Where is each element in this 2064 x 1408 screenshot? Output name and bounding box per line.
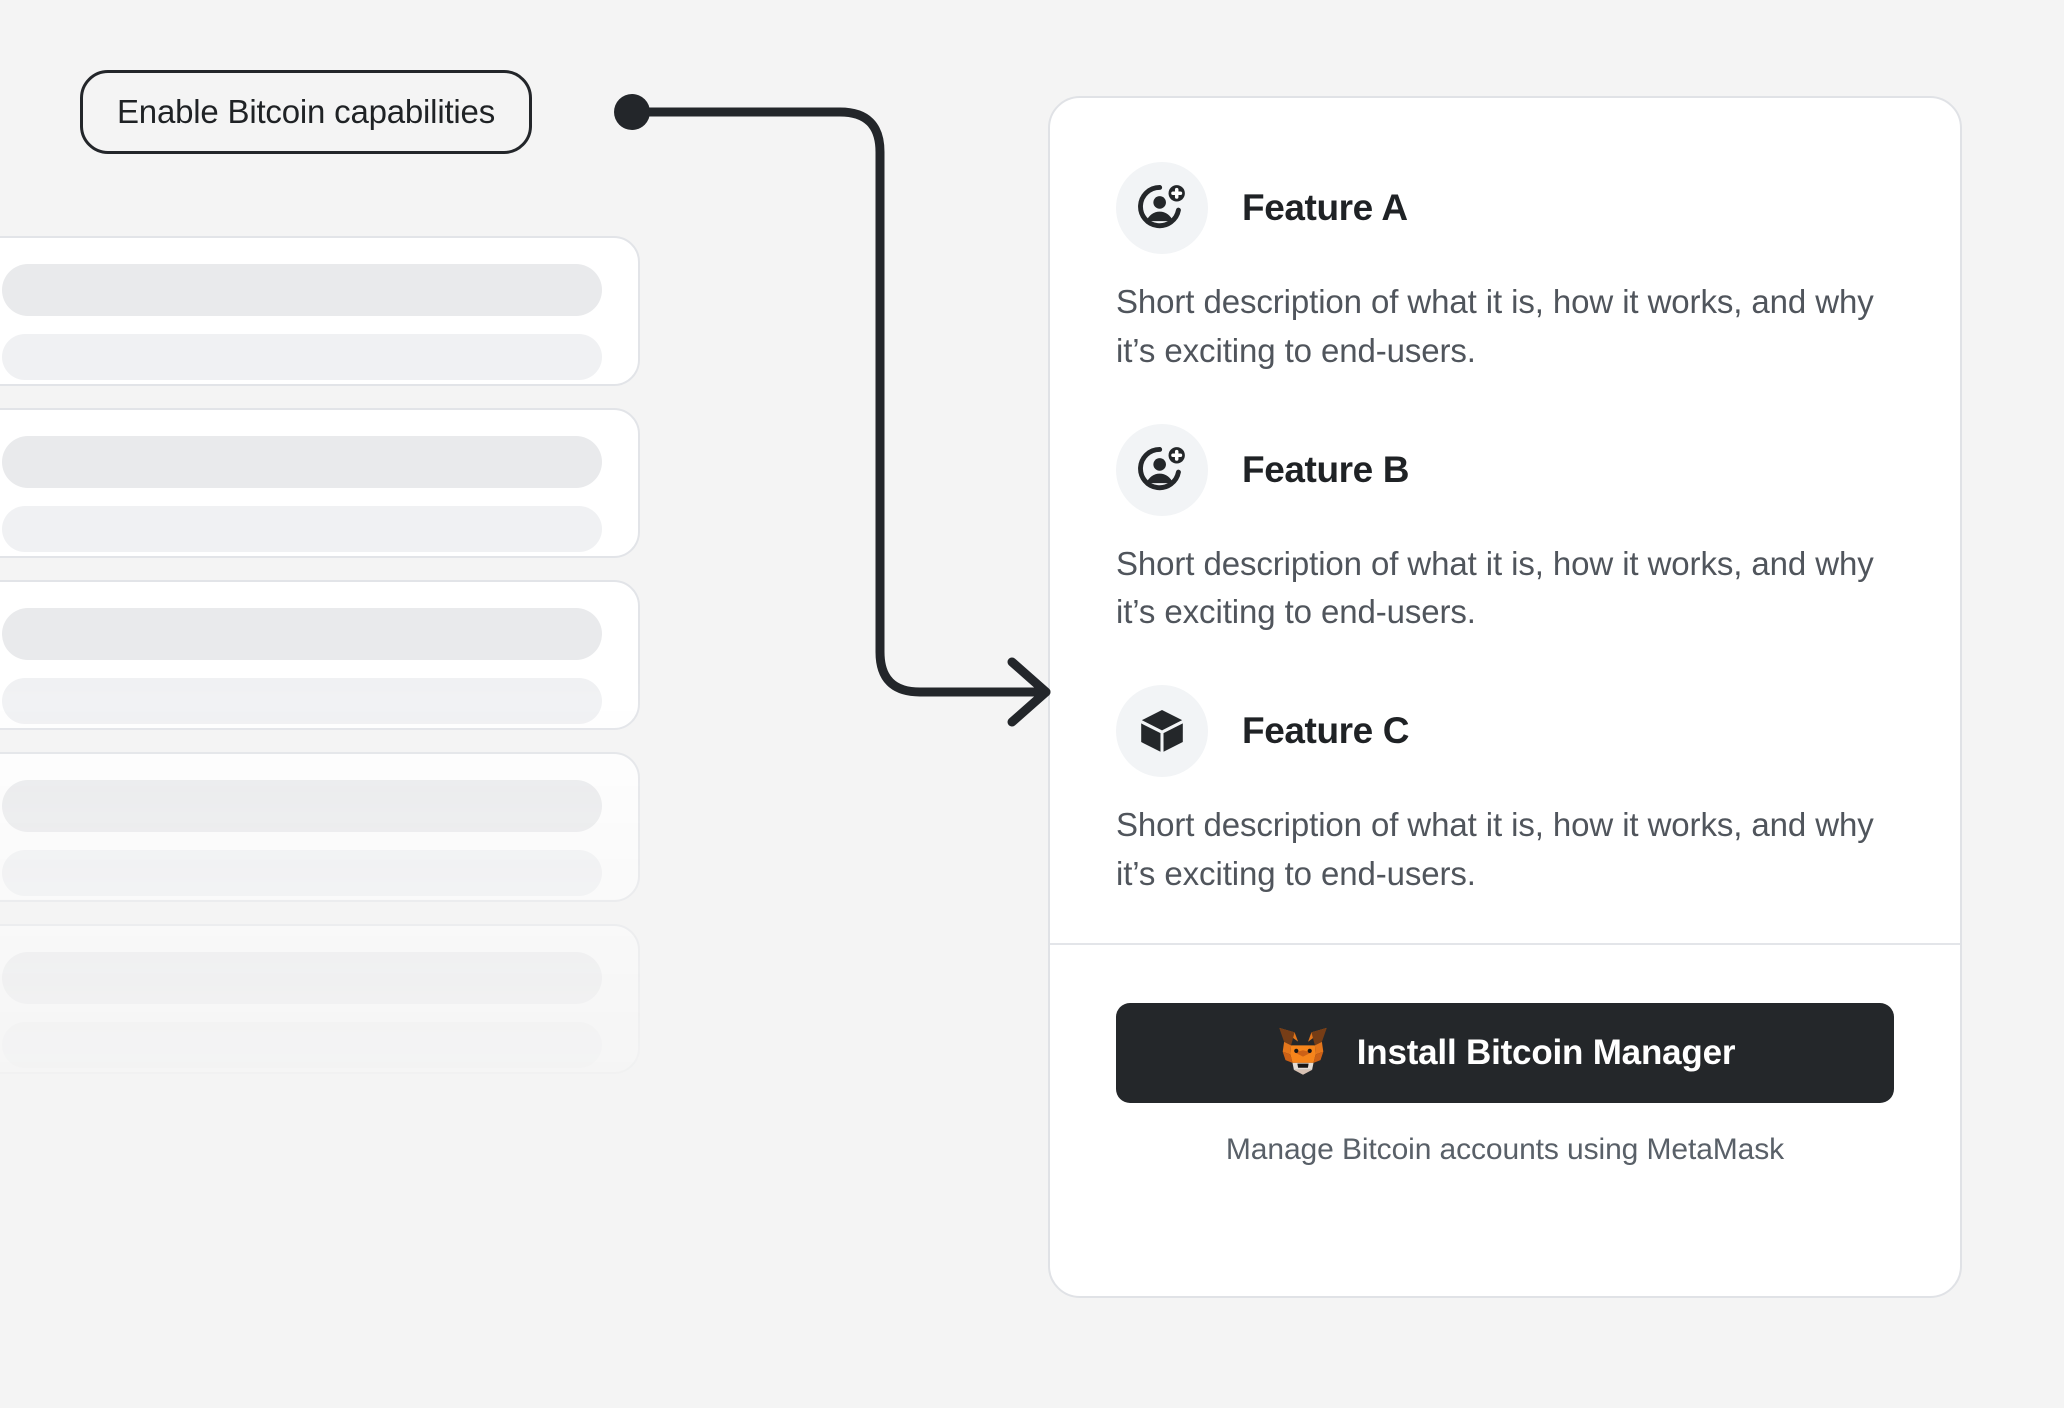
skeleton-bar-primary [2,608,602,660]
skeleton-bar-secondary [2,850,602,896]
skeleton-card [0,752,640,902]
skeleton-bar-secondary [2,506,602,552]
feature-header-a: Feature A [1116,162,1894,254]
feature-header-b: Feature B [1116,423,1894,516]
skeleton-card [0,924,640,1074]
install-section: Install Bitcoin Manager Manage Bitcoin a… [1050,945,1960,1167]
skeleton-bar-secondary [2,678,602,724]
skeleton-bar-primary [2,780,602,832]
skeleton-card [0,236,640,386]
install-button-label: Install Bitcoin Manager [1356,1032,1736,1072]
callout-pill-label: Enable Bitcoin capabilities [117,93,495,130]
feature-card-panel: Feature A Short description of what it i… [1048,96,1962,1298]
feature-block-c: Feature C Short description of what it i… [1116,685,1894,899]
metamask-fox-icon [1275,1025,1331,1080]
add-user-icon [1116,423,1208,516]
skeleton-bar-secondary [2,334,602,380]
feature-header-c: Feature C [1116,685,1894,778]
skeleton-bar-primary [2,264,602,316]
feature-title-a: Feature A [1242,187,1408,228]
skeleton-list [0,236,640,1408]
add-user-icon [1116,162,1208,254]
skeleton-bar-secondary [2,1022,602,1068]
feature-block-b: Feature B Short description of what it i… [1116,423,1894,638]
skeleton-bar-primary [2,436,602,488]
arrow-head-icon [1007,657,1051,727]
feature-description-a: Short description of what it is, how it … [1116,283,1874,369]
section-divider [1050,942,1960,945]
feature-description-b: Short description of what it is, how it … [1116,544,1874,631]
skeleton-bar-primary [2,952,602,1004]
connector-dot-icon [614,94,650,130]
feature-title-b: Feature B [1242,448,1410,490]
feature-description-c: Short description of what it is, how it … [1116,806,1874,893]
connector-path [627,107,1051,697]
skeleton-card [0,408,640,558]
install-caption: Manage Bitcoin accounts using MetaMask [1225,1132,1785,1166]
feature-list: Feature A Short description of what it i… [1050,98,1960,943]
feature-block-a: Feature A Short description of what it i… [1116,162,1894,376]
cube-icon [1116,685,1208,778]
skeleton-card [0,580,640,730]
feature-title-c: Feature C [1242,710,1410,752]
callout-pill[interactable]: Enable Bitcoin capabilities [80,70,532,154]
install-bitcoin-manager-button[interactable]: Install Bitcoin Manager [1116,1002,1894,1103]
